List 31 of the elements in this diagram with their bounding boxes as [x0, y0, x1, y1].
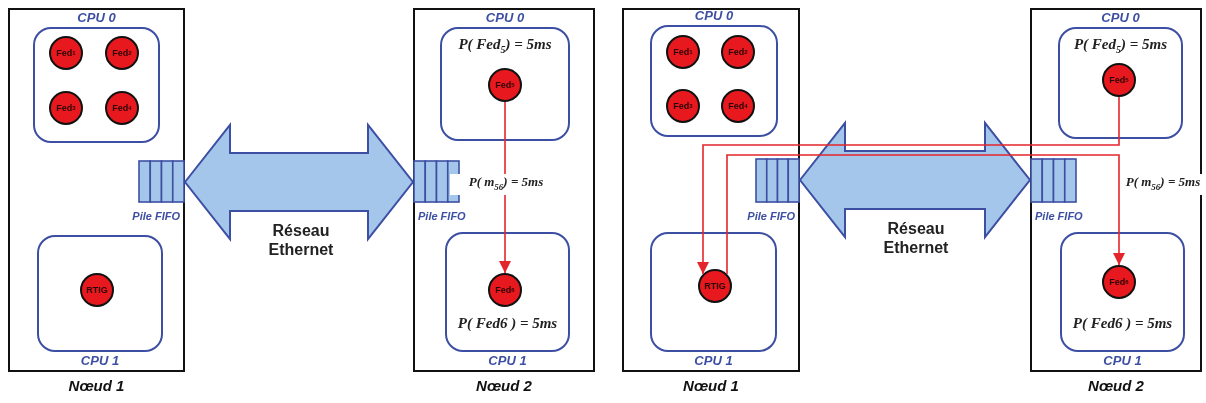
period-formula: P( Fed$_{5}$) = 5ms — [1072, 35, 1169, 57]
queue-label: Pile FIFO — [747, 209, 795, 223]
node-title: Nœud 1 — [67, 378, 126, 394]
cpu-title: CPU 0 — [76, 10, 117, 26]
cpu-title: CPU 1 — [487, 353, 528, 369]
message-arrow — [697, 96, 1120, 275]
period-formula: P( Fed6 ) = 5ms — [1071, 314, 1174, 332]
node-title: Nœud 2 — [475, 378, 533, 394]
period-formula: P( Fed$_{5}$) = 5ms — [457, 35, 553, 57]
message-arrow — [499, 101, 511, 274]
network-double-arrow — [183, 122, 415, 242]
queue-label: Pile FIFO — [418, 209, 466, 223]
network-double-arrow — [798, 120, 1032, 240]
cpu-box — [440, 10, 570, 141]
message-arrow — [726, 154, 1125, 275]
node-title: Nœud 1 — [682, 378, 740, 394]
cpu-title: CPU 0 — [484, 10, 526, 26]
cpu-box — [33, 10, 160, 143]
cpu-title: CPU 1 — [1102, 353, 1143, 369]
cpu-title: CPU 1 — [693, 353, 734, 369]
cpu-title: CPU 1 — [79, 353, 121, 369]
federate-circle: RTIG — [698, 269, 732, 303]
federate-circle: RTIG — [80, 273, 114, 307]
cpu-box — [1058, 10, 1183, 139]
period-formula: P( Fed6 ) = 5ms — [456, 314, 559, 332]
cpu-title: CPU 0 — [693, 8, 735, 24]
cpu-box — [650, 8, 778, 137]
node-title: Nœud 2 — [1087, 378, 1145, 394]
cpu-title: CPU 0 — [1100, 10, 1141, 26]
queue-label: Pile FIFO — [132, 209, 180, 223]
queue-label: Pile FIFO — [1035, 209, 1083, 223]
